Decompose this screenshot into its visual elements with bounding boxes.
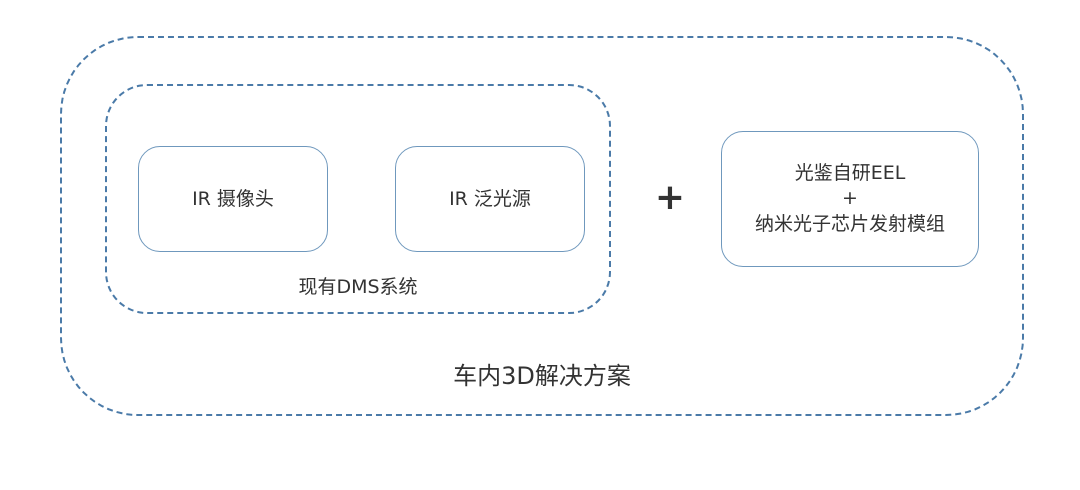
ir-camera-box: IR 摄像头: [138, 146, 328, 252]
eel-module-box: 光鉴自研EEL + 纳米光子芯片发射模组: [721, 131, 979, 267]
ir-camera-label: IR 摄像头: [192, 187, 274, 210]
plus-sign: +: [654, 177, 686, 218]
solution-label: 车内3D解决方案: [453, 362, 631, 390]
outer-solution-frame: [60, 36, 1024, 416]
eel-line-2: +: [842, 187, 858, 210]
eel-line-3: 纳米光子芯片发射模组: [754, 212, 945, 235]
eel-line-1: 光鉴自研EEL: [794, 161, 906, 184]
ir-flood-label: IR 泛光源: [449, 187, 531, 210]
ir-flood-box: IR 泛光源: [395, 146, 585, 252]
dms-system-label: 现有DMS系统: [298, 276, 418, 298]
inner-dms-frame: [105, 84, 611, 314]
